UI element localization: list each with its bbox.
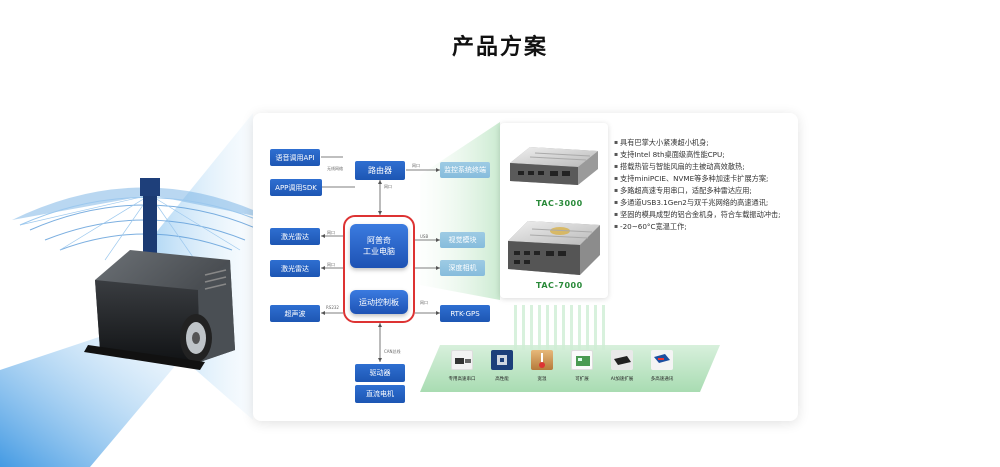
feature-item: 多通道USB3.1Gen2与双千兆网络的高速通讯; — [614, 197, 794, 208]
feature-item: 具有巴掌大小紧凑超小机身; — [614, 137, 794, 148]
industrial-computer-module: 阿普奇 工业电脑 — [350, 224, 408, 268]
rtk-gps-module: RTK-GPS — [440, 305, 490, 322]
feature-item: -20~60°C宽温工作; — [614, 221, 794, 232]
expansion-icon — [571, 350, 593, 370]
driver-module: 驱动器 — [355, 364, 405, 382]
label-net-port-router: 网口 — [412, 163, 420, 168]
label-can-bus: CAN总线 — [384, 349, 401, 354]
monitoring-terminal-module: 监控系统终端 — [440, 162, 490, 178]
label-net-port-gps: 网口 — [420, 300, 428, 305]
lidar-scan-fan-icon — [12, 187, 275, 261]
product-model-2: TAC-7000 — [536, 281, 583, 290]
feature-list: 具有巴掌大小紧凑超小机身; 支持Intel 8th桌面级高性能CPU; 搭载热管… — [614, 137, 794, 233]
computer-type: 工业电脑 — [363, 247, 395, 256]
label-wireless: 无线网络 — [327, 166, 343, 171]
feature-item: 支持miniPCIE、NVME等多种加速卡扩展方案; — [614, 173, 794, 184]
industrial-pc-icon — [508, 147, 600, 275]
cpu-chip-icon — [491, 350, 513, 370]
vision-module: 视觉模块 — [440, 232, 485, 248]
ai-accelerator-icon — [611, 350, 633, 370]
serial-port-icon — [451, 350, 473, 370]
feature-item: 搭载热管与智能风扇的主被动高效散热; — [614, 161, 794, 172]
voice-api-module: 语音调用API — [270, 149, 320, 166]
page-title: 产品方案 — [451, 35, 548, 60]
label-net-port-left1: 网口 — [327, 230, 335, 235]
dc-motor-module: 直流电机 — [355, 385, 405, 403]
app-sdk-module: APP调用SDK — [270, 179, 322, 196]
app-label-ai: AI加速扩展 — [610, 377, 634, 382]
feature-item: 支持Intel 8th桌面级高性能CPU; — [614, 149, 794, 160]
label-rs232: RS232 — [326, 305, 339, 310]
depth-camera-module: 深度相机 — [440, 260, 485, 276]
ultrasonic-module: 超声波 — [270, 305, 320, 322]
app-label-performance: 高性能 — [495, 377, 509, 382]
motion-control-board-module: 运动控制板 — [350, 290, 408, 314]
network-communication-icon — [651, 350, 673, 370]
label-net-port-left2: 网口 — [327, 262, 335, 267]
feature-item: 多路超高速专用串口，适配多种雷达应用; — [614, 185, 794, 196]
app-label-comms: 多高速通讯 — [650, 377, 674, 382]
computer-brand: 阿普奇 — [367, 236, 391, 245]
product-model-1: TAC-3000 — [536, 199, 583, 208]
app-label-expandable: 可扩展 — [575, 377, 589, 382]
core-highlight-frame — [343, 215, 415, 323]
robot-illustration — [0, 100, 300, 467]
label-usb: USB — [420, 234, 429, 239]
label-net-port-top: 网口 — [384, 184, 392, 189]
router-module: 路由器 — [355, 161, 405, 180]
lidar-module-1: 激光雷达 — [270, 228, 320, 245]
thermometer-icon — [531, 350, 553, 370]
product-images-panel: TAC-3000 TAC-7000 — [500, 123, 608, 298]
app-label-wide-temp: 宽温 — [537, 377, 547, 382]
lidar-module-2: 激光雷达 — [270, 260, 320, 277]
app-label-serial: 专用高速串口 — [448, 377, 476, 382]
feature-item: 坚固的模具成型的铝合金机身，符合车载振动冲击; — [614, 209, 794, 220]
light-stripes — [514, 305, 605, 350]
